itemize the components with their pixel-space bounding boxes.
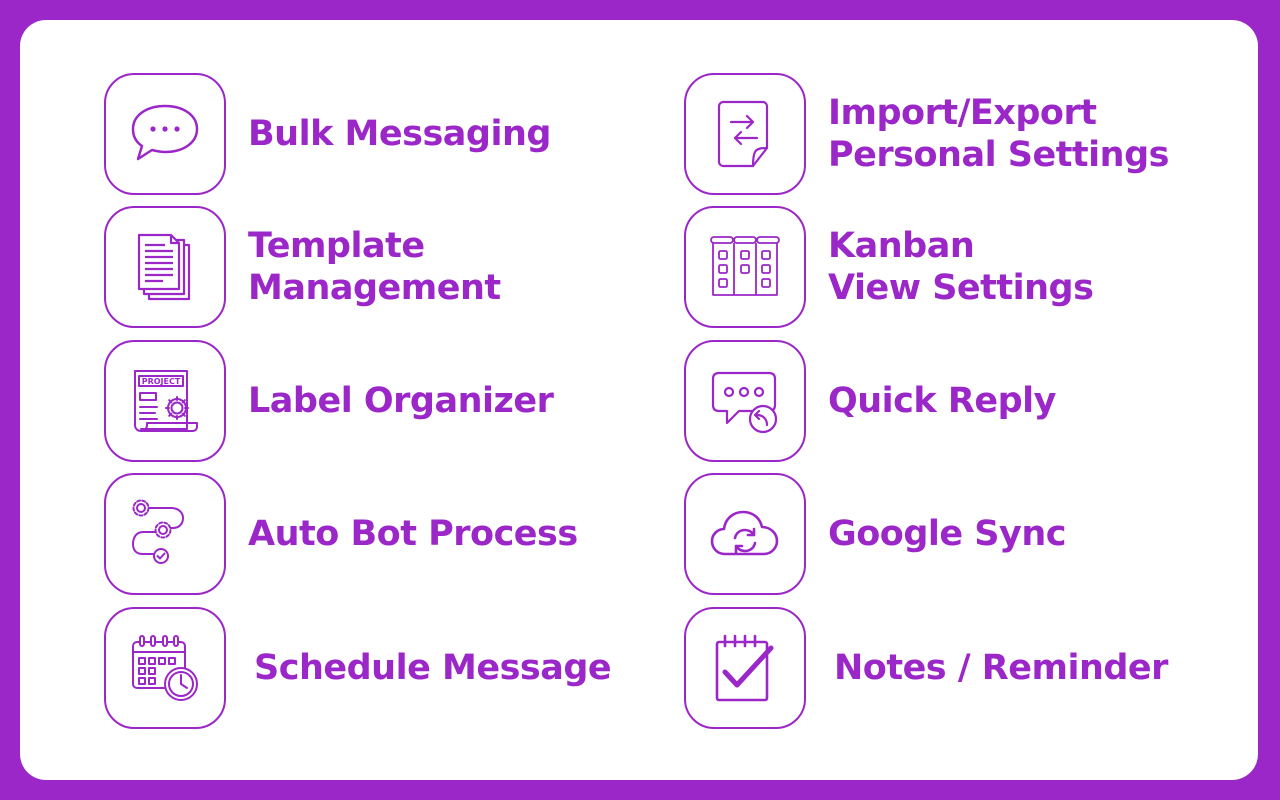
- feature-title: Auto Bot Process: [248, 514, 578, 554]
- svg-text:PROJECT: PROJECT: [142, 377, 181, 386]
- icon-box: [104, 473, 226, 595]
- icon-box: PROJECT: [104, 340, 226, 462]
- documents-stack-icon: [137, 233, 191, 301]
- features-card: Bulk Messaging Template Management: [20, 20, 1258, 780]
- notepad-check-icon: [715, 634, 774, 702]
- feature-title: Template Management: [248, 226, 501, 308]
- icon-box: [684, 473, 806, 595]
- feature-title: Import/Export Personal Settings: [828, 93, 1169, 175]
- kanban-board-icon: [710, 236, 780, 296]
- icon-box: [684, 340, 806, 462]
- cloud-sync-icon: [710, 510, 779, 556]
- chat-bubble-icon: [131, 104, 199, 161]
- icon-box: [684, 607, 806, 729]
- file-transfer-icon: [717, 100, 769, 168]
- feature-title: Bulk Messaging: [248, 114, 551, 154]
- icon-box: [104, 206, 226, 328]
- feature-title: Schedule Message: [254, 648, 612, 688]
- calendar-clock-icon: [132, 635, 198, 701]
- icon-box: [104, 607, 226, 729]
- feature-title: Google Sync: [828, 514, 1066, 554]
- project-scroll-gear-icon: PROJECT: [134, 370, 198, 432]
- feature-title: Quick Reply: [828, 381, 1056, 421]
- feature-title: Label Organizer: [248, 381, 554, 421]
- icon-box: [684, 73, 806, 195]
- chat-reply-icon: [711, 371, 778, 434]
- feature-title: Kanban View Settings: [828, 226, 1094, 308]
- feature-title: Notes / Reminder: [834, 648, 1168, 688]
- icon-box: [104, 73, 226, 195]
- icon-box: [684, 206, 806, 328]
- gears-process-icon: [132, 499, 184, 564]
